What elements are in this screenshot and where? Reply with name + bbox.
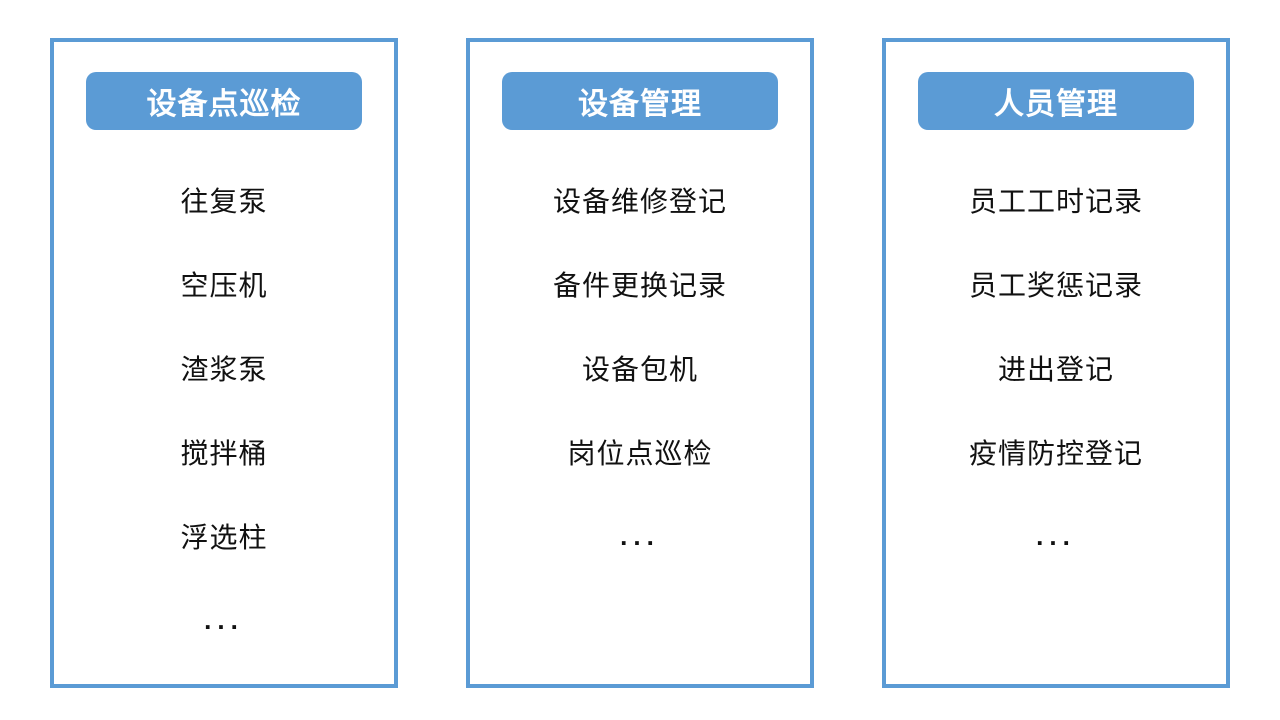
list-item: 岗位点巡检 — [567, 438, 713, 469]
panel-equipment-inspection-title: 设备点巡检 — [86, 72, 362, 130]
panel-personnel-management-title: 人员管理 — [918, 72, 1194, 130]
panel-equipment-inspection: 设备点巡检 往复泵空压机渣浆泵搅拌桶浮选柱... — [50, 38, 398, 688]
panel-equipment-management-title: 设备管理 — [502, 72, 778, 130]
panel-personnel-management-item-list: 员工工时记录员工奖惩记录进出登记疫情防控登记... — [886, 158, 1226, 588]
list-item: 搅拌桶 — [180, 438, 268, 469]
list-item: 员工奖惩记录 — [968, 270, 1143, 301]
list-item: 备件更换记录 — [552, 270, 727, 301]
list-item: 员工工时记录 — [968, 186, 1143, 217]
list-item: 空压机 — [180, 270, 268, 301]
list-item: 设备包机 — [581, 354, 698, 385]
list-item: ... — [620, 520, 660, 551]
list-item: 设备维修登记 — [552, 186, 727, 217]
list-item: ... — [1036, 520, 1076, 551]
panel-equipment-management: 设备管理 设备维修登记备件更换记录设备包机岗位点巡检... — [466, 38, 814, 688]
list-item: ... — [204, 604, 244, 635]
panel-equipment-inspection-item-list: 往复泵空压机渣浆泵搅拌桶浮选柱... — [54, 158, 394, 672]
list-item: 进出登记 — [997, 354, 1114, 385]
panel-equipment-management-item-list: 设备维修登记备件更换记录设备包机岗位点巡检... — [470, 158, 810, 588]
list-item: 浮选柱 — [180, 522, 268, 553]
panel-personnel-management: 人员管理 员工工时记录员工奖惩记录进出登记疫情防控登记... — [882, 38, 1230, 688]
list-item: 往复泵 — [180, 186, 268, 217]
list-item: 疫情防控登记 — [968, 438, 1143, 469]
list-item: 渣浆泵 — [180, 354, 268, 385]
